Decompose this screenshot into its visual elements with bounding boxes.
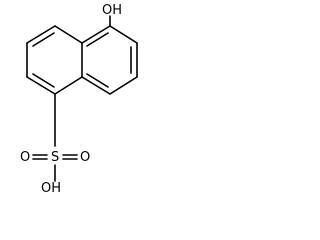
bond-c5-c4a xyxy=(54,76,83,95)
bond-c6-c5 xyxy=(26,76,56,95)
bond-c8a-c8 xyxy=(54,25,83,44)
bond-c4-c4a xyxy=(81,76,111,95)
atom-label-sulfur: S xyxy=(51,150,59,165)
double-bond-inner-c4-c4a xyxy=(86,73,109,88)
bond-c1-c2 xyxy=(109,25,138,44)
bond-c3-c4 xyxy=(109,76,138,95)
bond-c8a-c1 xyxy=(81,25,111,44)
atom-label-oxygen-right: O xyxy=(80,150,90,165)
naphthalene-sulfonic-acid-structure: OH O S O OH xyxy=(20,3,138,196)
double-bond-inner-c6-c5 xyxy=(32,73,55,88)
bond-c8-c7 xyxy=(26,25,56,44)
molecule-canvas: OH O S O OH xyxy=(0,0,155,217)
double-bond-inner-c8-c7 xyxy=(32,32,55,47)
atom-label-oxygen-left: O xyxy=(20,150,30,165)
double-bond-inner-c8a-c1 xyxy=(86,32,109,47)
atom-label-sulfonic-hydroxyl: OH xyxy=(41,181,61,196)
atom-label-hydroxyl: OH xyxy=(102,3,122,18)
